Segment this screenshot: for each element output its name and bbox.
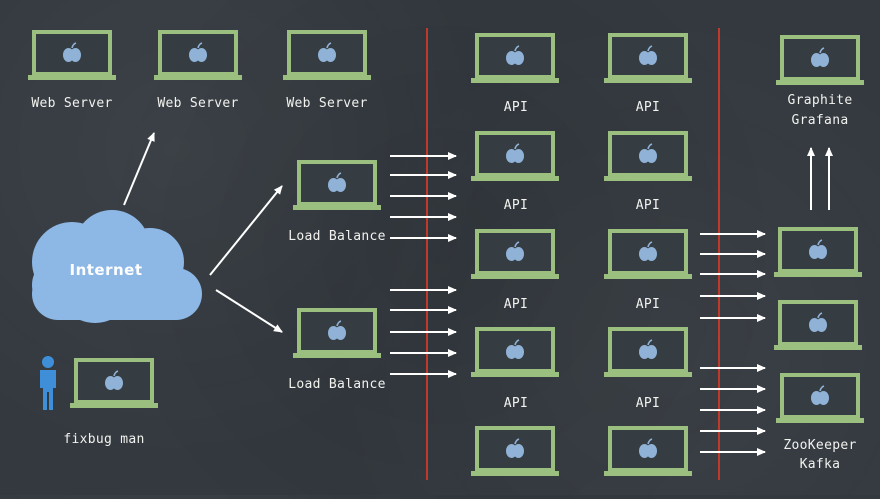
apple-icon [639, 241, 657, 261]
api-label-1: API [503, 100, 529, 115]
api-label-6: API [635, 297, 661, 312]
laptop-load-balancer-1 [293, 160, 381, 210]
load-balancer-label-1: Load Balance [288, 229, 386, 244]
api-label-3: API [503, 198, 529, 213]
laptop-api-1-base [471, 78, 559, 83]
api-label-4: API [635, 198, 661, 213]
apple-icon [809, 239, 827, 259]
laptop-api-3 [471, 131, 559, 181]
queue-label-kafka: Kafka [799, 457, 841, 472]
laptop-api-7 [471, 327, 559, 377]
api-label-5: API [503, 297, 529, 312]
laptop-api-2-screen [608, 33, 688, 79]
arrow-internet-to-web [123, 132, 155, 206]
person-icon [40, 356, 56, 410]
laptop-load-balancer-2-base [293, 353, 381, 358]
load-balancer-label-2: Load Balance [288, 377, 386, 392]
web-server-label-1: Web Server [31, 96, 113, 111]
laptop-user-base [70, 403, 158, 408]
laptop-monitor-1-screen [778, 227, 858, 273]
internet-cloud-icon [32, 210, 202, 323]
apple-icon [639, 339, 657, 359]
apple-icon [506, 438, 524, 458]
laptop-zookeeper-kafka-screen [780, 373, 860, 419]
laptop-load-balancer-2 [293, 308, 381, 358]
laptop-api-4 [604, 131, 692, 181]
apple-icon [809, 312, 827, 332]
apple-icon [506, 45, 524, 65]
internet-label: Internet [69, 261, 143, 279]
laptop-api-1 [471, 33, 559, 83]
arrow-internet-to-lb-2 [215, 289, 283, 333]
laptop-graphite-grafana [776, 35, 864, 85]
monitoring-label-grafana: Grafana [791, 113, 849, 128]
laptop-web-server-3 [283, 30, 371, 80]
laptop-api-10 [604, 426, 692, 476]
laptop-user [70, 358, 158, 408]
apple-icon [328, 172, 346, 192]
arrow-internet-to-lb-1 [209, 185, 283, 276]
laptop-api-4-base [604, 176, 692, 181]
laptop-zookeeper-kafka-base [776, 418, 864, 423]
laptop-zookeeper-kafka [776, 373, 864, 423]
laptop-graphite-grafana-base [776, 80, 864, 85]
laptop-api-2 [604, 33, 692, 83]
laptop-api-9-screen [475, 426, 555, 472]
apple-icon [506, 339, 524, 359]
laptop-api-3-base [471, 176, 559, 181]
laptop-monitor-2-base [774, 345, 862, 350]
laptop-api-6 [604, 229, 692, 279]
laptop-api-10-base [604, 471, 692, 476]
apple-icon [189, 42, 207, 62]
laptop-web-server-3-base [283, 75, 371, 80]
laptop-api-9-base [471, 471, 559, 476]
laptop-monitor-2 [774, 300, 862, 350]
apple-icon [639, 438, 657, 458]
apple-icon [506, 143, 524, 163]
laptop-api-7-screen [475, 327, 555, 373]
user-label: fixbug man [63, 432, 145, 447]
laptop-monitor-1 [774, 227, 862, 277]
laptop-api-2-base [604, 78, 692, 83]
api-label-2: API [635, 100, 661, 115]
laptop-web-server-2-base [154, 75, 242, 80]
apple-icon [639, 143, 657, 163]
api-label-8: API [635, 396, 661, 411]
laptop-web-server-2-screen [158, 30, 238, 76]
apple-icon [63, 42, 81, 62]
laptop-load-balancer-1-base [293, 205, 381, 210]
laptop-graphite-grafana-screen [780, 35, 860, 81]
apple-icon [811, 385, 829, 405]
laptop-web-server-2 [154, 30, 242, 80]
apple-icon [639, 45, 657, 65]
laptop-api-6-base [604, 274, 692, 279]
apple-icon [811, 47, 829, 67]
apple-icon [328, 320, 346, 340]
apple-icon [318, 42, 336, 62]
web-server-label-3: Web Server [286, 96, 368, 111]
apple-icon [105, 370, 123, 390]
queue-label-zookeeper: ZooKeeper [783, 438, 857, 453]
laptop-web-server-1-base [28, 75, 116, 80]
laptop-monitor-1-base [774, 272, 862, 277]
laptop-api-5-base [471, 274, 559, 279]
laptop-api-8 [604, 327, 692, 377]
apple-icon [506, 241, 524, 261]
laptop-web-server-1 [28, 30, 116, 80]
laptop-api-5 [471, 229, 559, 279]
api-label-7: API [503, 396, 529, 411]
laptop-api-7-base [471, 372, 559, 377]
web-server-label-2: Web Server [157, 96, 239, 111]
monitoring-label-graphite: Graphite [787, 93, 853, 108]
laptop-api-8-base [604, 372, 692, 377]
laptop-api-9 [471, 426, 559, 476]
